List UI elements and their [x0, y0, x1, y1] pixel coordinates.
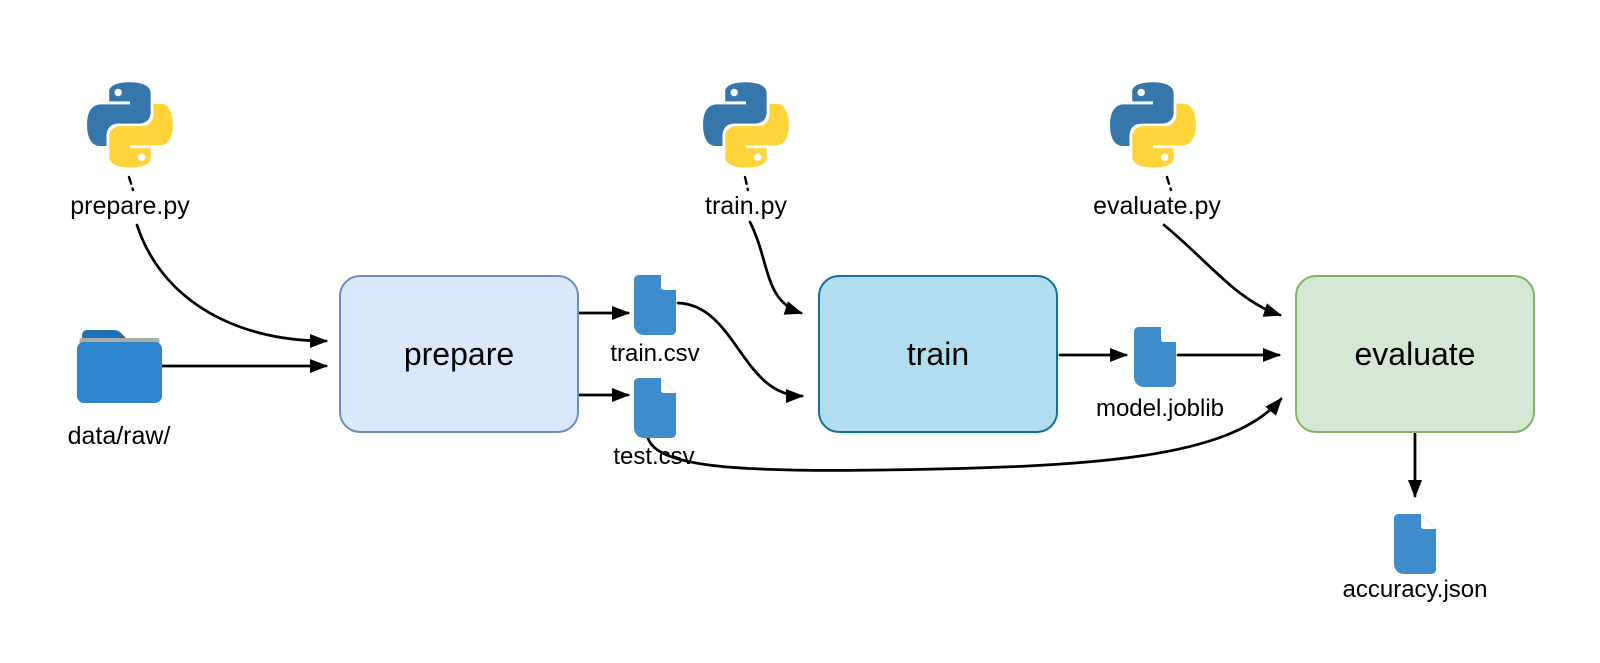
- artifact-label-test-csv: test.csv: [613, 443, 695, 470]
- folder-body: [77, 342, 162, 403]
- edge-prepare-py-to-prepare: [135, 223, 328, 348]
- file-icon: [634, 275, 676, 335]
- connector-train-py-dash: [743, 175, 750, 192]
- folder-icon: [77, 330, 162, 403]
- stage-box-prepare: prepare: [339, 275, 579, 433]
- file-node-accuracy-json: [1394, 514, 1436, 579]
- connector-prepare-py-dash: [127, 175, 135, 192]
- stage-label-evaluate: evaluate: [1354, 335, 1476, 372]
- stage-box-train: train: [818, 275, 1058, 433]
- stage-box-evaluate: evaluate: [1295, 275, 1535, 433]
- edge-group: [127, 175, 1422, 498]
- file-fold-corner: [661, 378, 676, 393]
- python-logo-icon: [703, 82, 789, 168]
- connector-evaluate-py-dash: [1165, 175, 1173, 192]
- file-fold-corner: [1161, 327, 1176, 342]
- python-yellow-snake: [1132, 103, 1196, 168]
- python-blue-snake: [703, 82, 767, 146]
- artifact-label-model-joblib: model.joblib: [1095, 395, 1225, 422]
- edge-train-py-to-train: [748, 220, 803, 315]
- script-label-prepare-py: prepare.py: [70, 192, 190, 220]
- python-logo-icon: [1110, 82, 1196, 168]
- file-fold-corner: [661, 275, 676, 290]
- artifact-label-accuracy-json: accuracy.json: [1342, 576, 1488, 603]
- script-node-train-py: [703, 82, 789, 173]
- python-yellow-snake: [109, 103, 173, 168]
- artifact-label-train-csv: train.csv: [610, 340, 700, 367]
- file-fold-corner: [1421, 514, 1436, 529]
- python-blue-snake: [1110, 82, 1174, 146]
- folder-node-data-raw: [77, 328, 162, 408]
- python-yellow-snake: [725, 103, 789, 168]
- python-blue-snake: [87, 82, 151, 146]
- artifact-label-data-raw: data/raw/: [67, 422, 171, 450]
- stage-label-train: train: [906, 335, 970, 372]
- file-icon: [634, 378, 676, 438]
- file-icon: [1134, 327, 1176, 387]
- script-node-prepare-py: [87, 82, 173, 173]
- script-label-train-py: train.py: [705, 192, 787, 220]
- file-node-train-csv: [634, 275, 676, 340]
- script-label-evaluate-py: evaluate.py: [1093, 192, 1221, 220]
- file-node-model-joblib: [1134, 327, 1176, 392]
- stage-label-prepare: prepare: [403, 335, 515, 372]
- edge-evaluate-py-to-evaluate: [1162, 223, 1282, 317]
- file-node-test-csv: [634, 378, 676, 443]
- file-icon: [1394, 514, 1436, 574]
- script-node-evaluate-py: [1110, 82, 1196, 173]
- python-logo-icon: [87, 82, 173, 168]
